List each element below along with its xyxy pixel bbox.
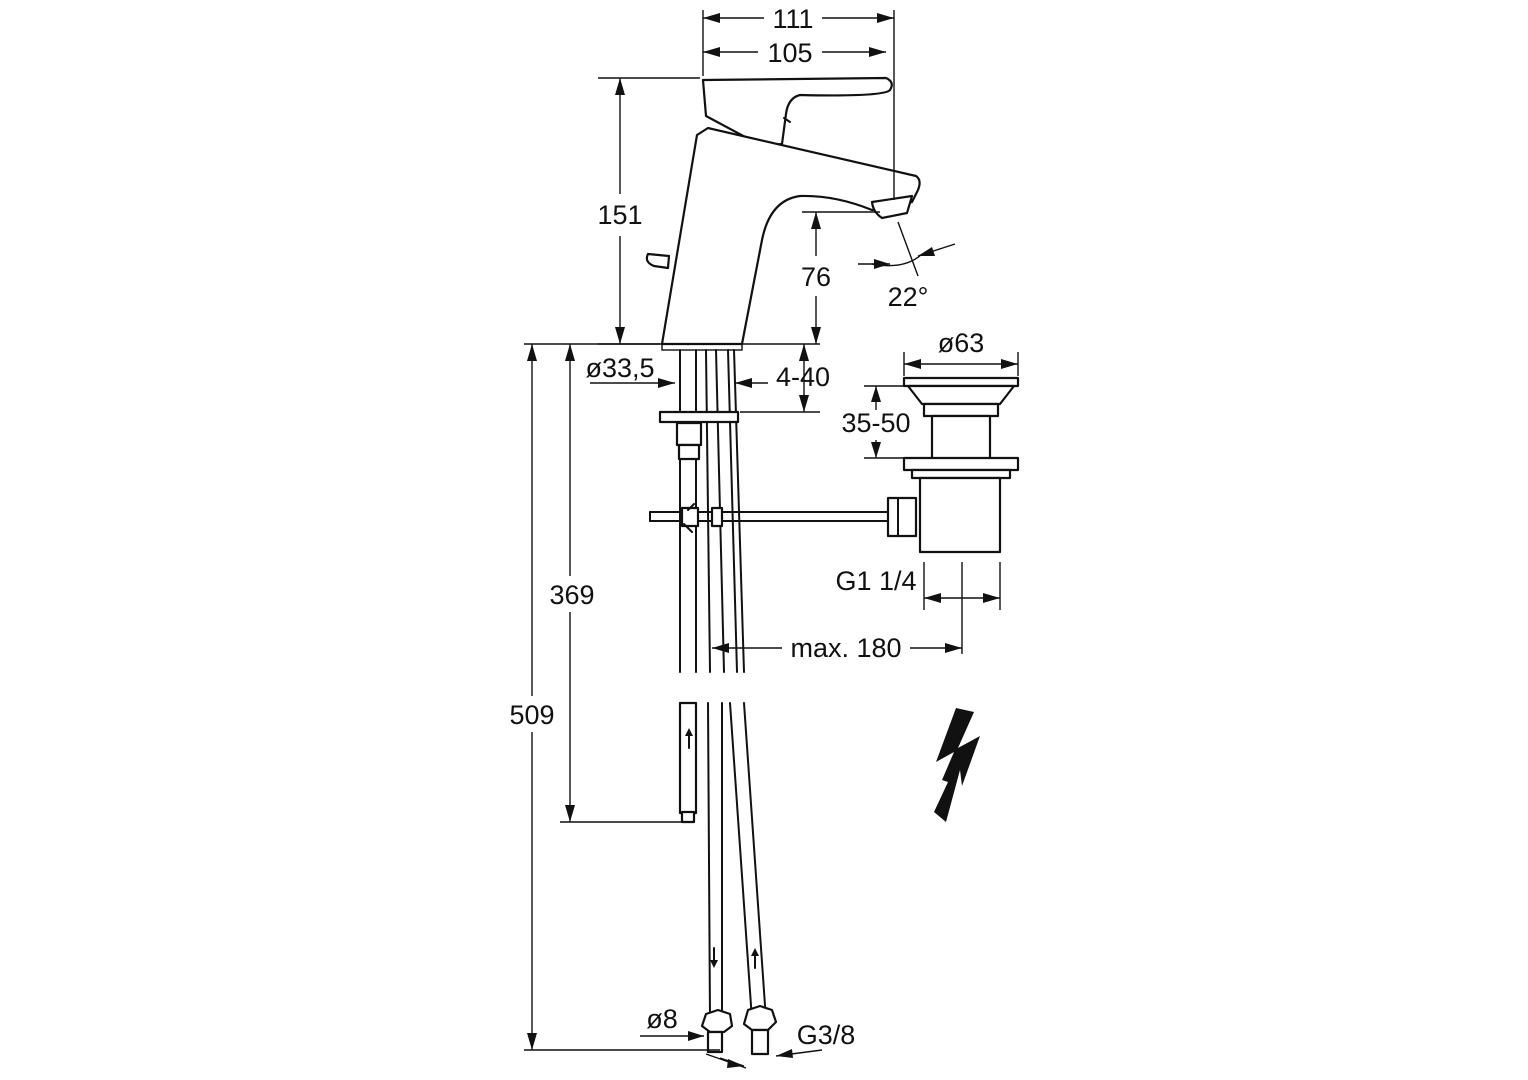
dim-waste-stroke: 35-50 xyxy=(841,408,910,438)
popup-knob xyxy=(645,252,671,270)
fixing-nut xyxy=(675,421,703,447)
fixing-plate xyxy=(658,410,740,424)
dim-spout-clearance: 76 xyxy=(801,262,831,292)
dim-height-body: 151 xyxy=(597,200,642,230)
lightning-bolt-icon xyxy=(934,708,980,822)
faucet-body xyxy=(660,126,921,346)
dimension-labels: 111 105 151 76 22° ø33,5 4-40 ø63 35-50 … xyxy=(509,4,984,1050)
dimension-lines xyxy=(524,10,1019,1069)
dim-mount-hole: ø33,5 xyxy=(585,353,654,383)
dim-deck-thickness: 4-40 xyxy=(776,362,830,392)
pull-rod-lower xyxy=(678,701,698,815)
mounting-hardware xyxy=(649,343,889,1056)
dim-waste-head: ø63 xyxy=(938,328,985,358)
waste-valve xyxy=(886,376,1020,554)
connection-nut-left xyxy=(700,1008,734,1034)
dim-supply-hose-length: 509 xyxy=(509,700,554,730)
dim-hose-diameter: ø8 xyxy=(646,1004,678,1034)
dim-pull-rod-reach: max. 180 xyxy=(790,633,901,663)
dim-spout-angle: 22° xyxy=(888,282,929,312)
aerator xyxy=(870,194,914,220)
dim-waste-thread: G1 1/4 xyxy=(835,566,916,596)
connection-nut-right xyxy=(742,1004,778,1032)
dim-connection-thread: G3/8 xyxy=(797,1020,856,1050)
dim-width-spout: 105 xyxy=(767,38,812,68)
faucet xyxy=(645,76,921,346)
faucet-lever xyxy=(701,76,893,148)
dim-pull-rod-length: 369 xyxy=(549,580,594,610)
dim-width-overall: 111 xyxy=(772,4,813,34)
